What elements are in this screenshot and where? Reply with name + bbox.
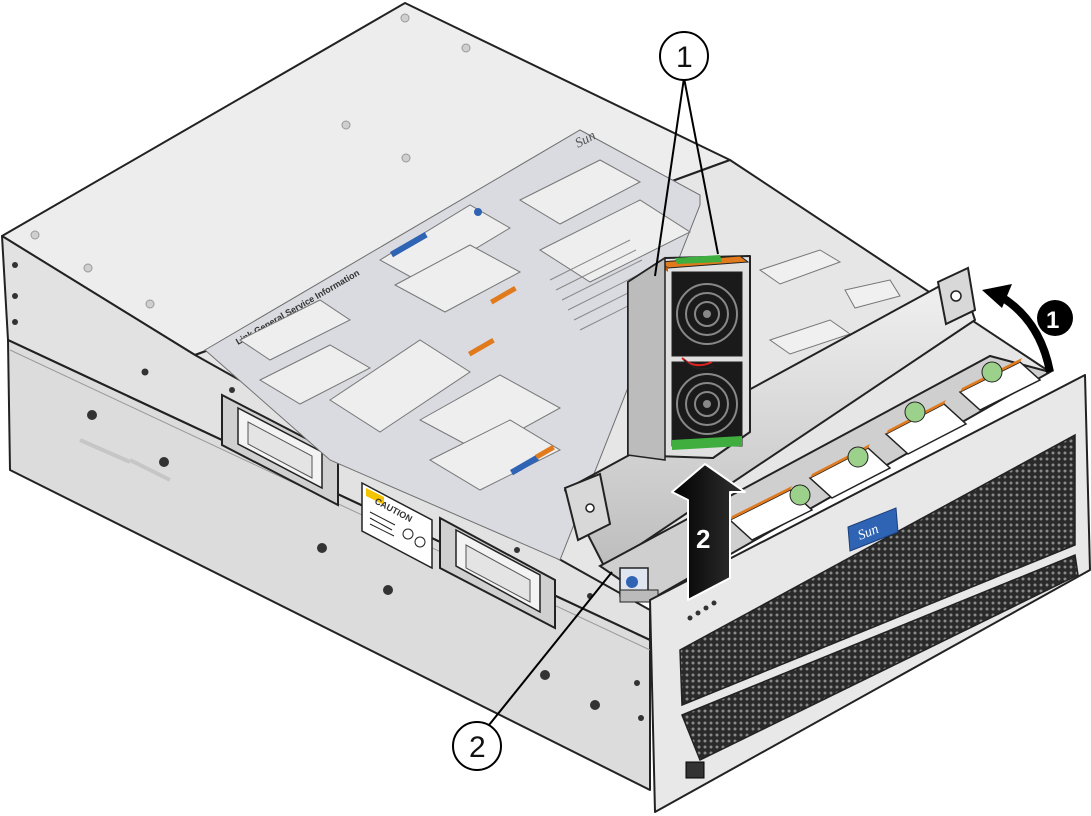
step-1-badge: 1: [1037, 300, 1073, 336]
bezel-logo-text: Sun: [856, 522, 881, 544]
side-screws: [12, 262, 644, 721]
installed-fan-4: [958, 358, 1042, 411]
installed-fan-3: [884, 400, 968, 455]
top-cover-screws: [30, 13, 471, 309]
step-2-arrow-label: 2: [696, 524, 710, 554]
installed-fan-2: [808, 444, 892, 499]
step-1-open-arrow: 1: [982, 284, 1073, 373]
side-handle-right: [439, 516, 556, 630]
service-label-orange-bars: [467, 286, 555, 460]
fan-door-open[interactable]: [563, 266, 977, 569]
bezel-mesh-lower: [681, 553, 1079, 762]
removed-fan-module[interactable]: [627, 255, 751, 461]
service-label-right-diagrams: [758, 249, 901, 355]
side-handle-left: [221, 393, 339, 507]
front-bezel: Sun: [649, 374, 1091, 813]
callout-1: 1: [654, 31, 719, 277]
step-1-badge-label: 1: [1046, 307, 1059, 334]
service-label-blue-bars: [390, 208, 539, 476]
callout-2: 2: [452, 571, 613, 771]
installed-fan-1: [728, 484, 814, 541]
fan-grille-upper: [671, 271, 743, 357]
fan-grille-lower: [671, 361, 743, 447]
bezel-sun-logo: Sun: [847, 507, 899, 552]
installed-fan-modules: [728, 358, 1042, 541]
bezel-status-leds: [687, 600, 717, 621]
service-label: Link General Service Information Sun: [204, 128, 901, 561]
step-2-lift-arrow: 2: [671, 463, 746, 601]
service-label-panels: [239, 159, 692, 491]
bezel-mesh-upper: [679, 433, 1076, 707]
callout-1-label: 1: [676, 41, 693, 74]
callout-2-label: 2: [469, 731, 486, 764]
bezel-power-switch: [685, 761, 705, 779]
empty-fan-slot: [619, 567, 659, 603]
